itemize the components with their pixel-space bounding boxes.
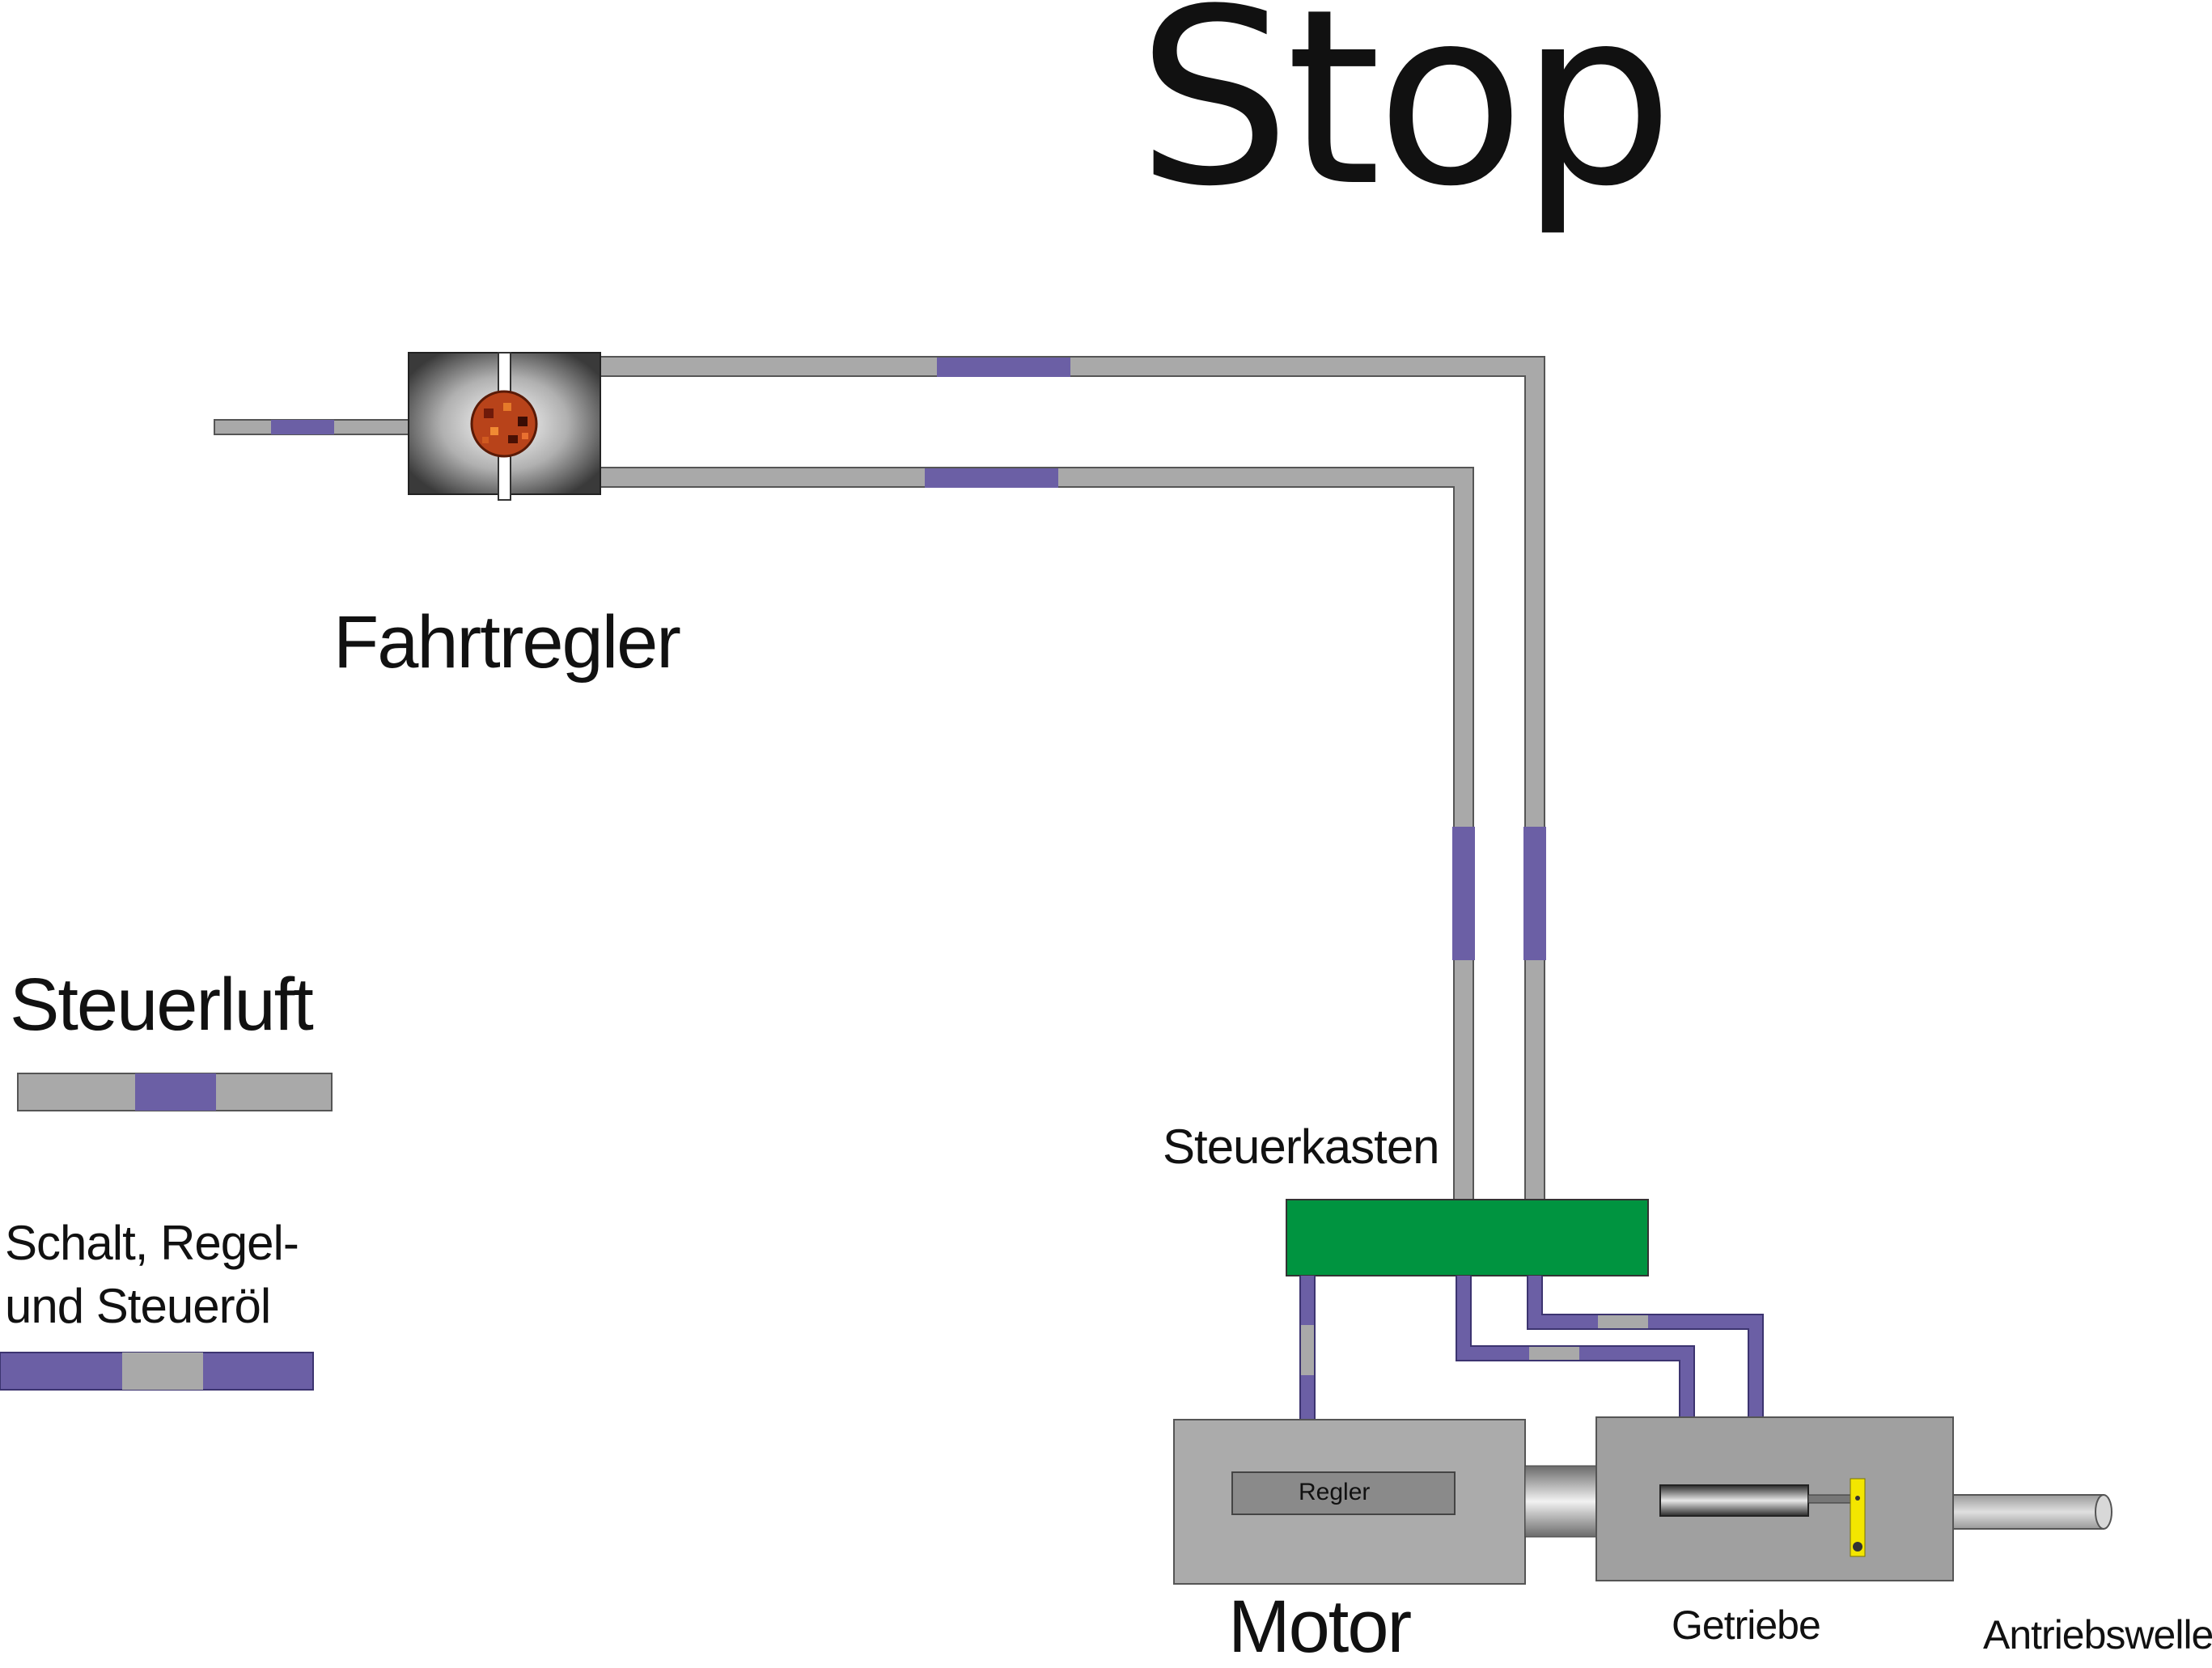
control-air-line-inlet: [214, 419, 409, 435]
regler-label: Regler: [1299, 1479, 1371, 1505]
control-air-line-lower: [600, 467, 1474, 1200]
legend-swatch-oel: [0, 1352, 314, 1391]
air-pulse-upper-vertical: [1523, 827, 1546, 960]
fahrtregler-label: Fahrtregler: [333, 601, 681, 684]
air-pulse-lower-horizontal: [925, 468, 1058, 488]
antriebswelle-label: Antriebswelle: [1983, 1612, 2212, 1657]
output-shaft: [1952, 1494, 2112, 1530]
shift-cylinder: [1659, 1484, 1856, 1517]
fahrtregler-valve: [408, 352, 601, 501]
legend-oel-label-line1: Schalt, Regel-: [5, 1216, 299, 1270]
control-air-line-upper: [600, 356, 1545, 1200]
coupling-shaft: [1524, 1465, 1597, 1538]
steuerkasten-box: [1286, 1199, 1649, 1276]
legend-steuerluft-label: Steuerluft: [10, 963, 314, 1046]
air-pulse-lower-vertical: [1452, 827, 1475, 960]
page-title: Stop: [1137, 0, 1674, 239]
regler-box: [1231, 1471, 1456, 1515]
motor-label: Motor: [1228, 1585, 1412, 1668]
oil-line-to-gearbox-right: [1527, 1276, 1764, 1485]
legend-oel-label-line2: und Steueröl: [5, 1279, 271, 1333]
getriebe-label: Getriebe: [1672, 1602, 1821, 1648]
steuerkasten-label: Steuerkasten: [1163, 1120, 1440, 1174]
legend-swatch-steuerluft: [17, 1073, 333, 1111]
air-pulse-upper-horizontal: [937, 358, 1070, 377]
shift-lever: [1850, 1478, 1866, 1557]
